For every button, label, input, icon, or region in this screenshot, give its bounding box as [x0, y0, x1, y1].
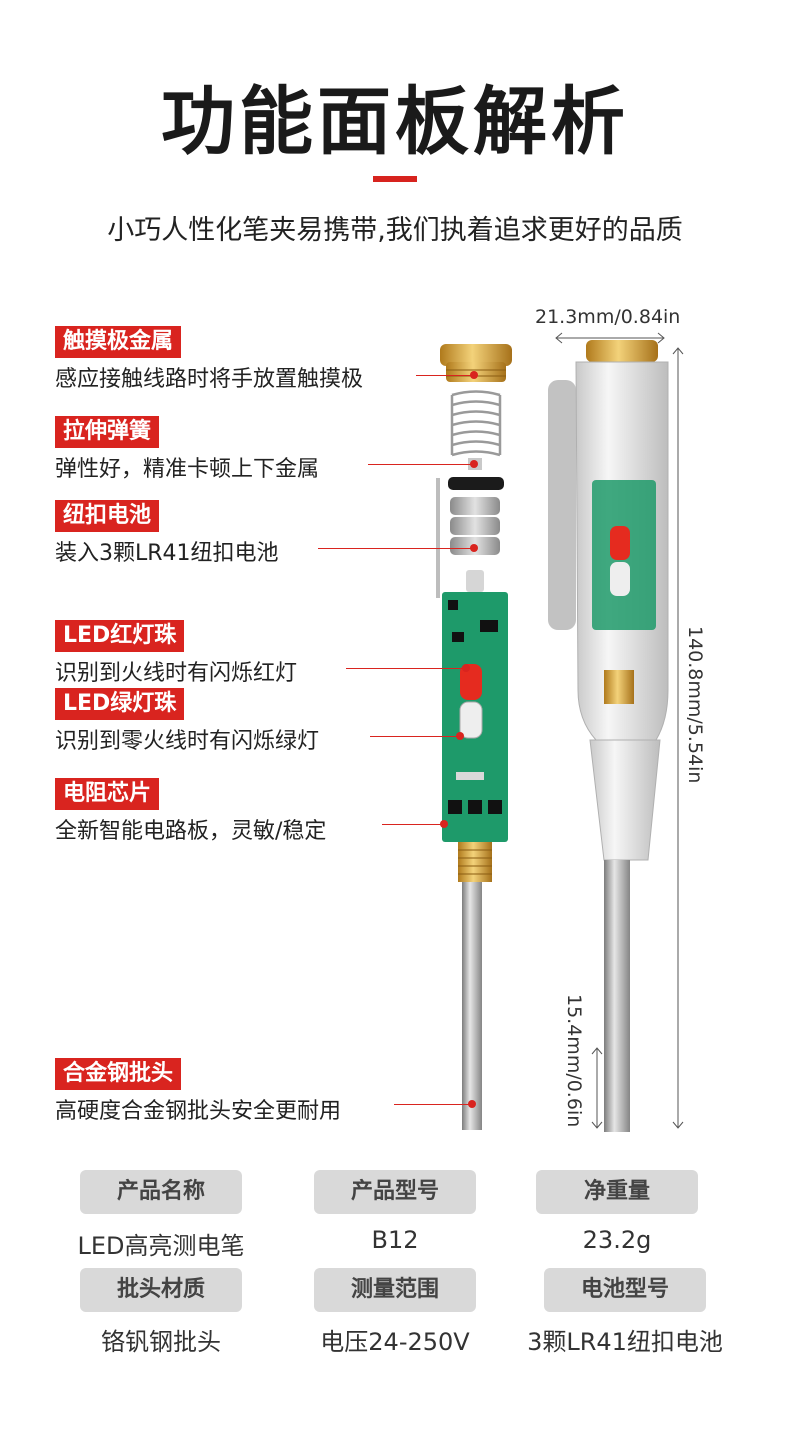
callout-touch-metal: 触摸极金属 感应接触线路时将手放置触摸极: [55, 326, 363, 393]
brass-thread: [458, 842, 492, 882]
spec-value-battery: 3颗LR41纽扣电池: [527, 1328, 723, 1356]
spring: [450, 390, 502, 457]
dimension-lines: [555, 332, 684, 1129]
dim-length: 140.8mm/5.54in: [684, 626, 706, 784]
assembled-view: [548, 340, 669, 1132]
callout-tag: 电阻芯片: [55, 778, 160, 810]
pen-clip: [548, 380, 576, 630]
callout-desc: 识别到火线时有闪烁红灯: [55, 661, 298, 686]
rubber-ring: [448, 477, 504, 490]
page-subtitle: 小巧人性化笔夹易携带,我们执着追求更好的品质: [107, 215, 683, 246]
spec-label-model: 产品型号: [314, 1170, 476, 1214]
callout-spring: 拉伸弹簧 弹性好，精准卡顿上下金属: [55, 416, 319, 483]
spec-label-bit-material: 批头材质: [80, 1268, 242, 1312]
leader-line: [346, 668, 464, 669]
callout-bit: 合金钢批头 高硬度合金钢批头安全更耐用: [55, 1058, 341, 1125]
callout-desc: 感应接触线路时将手放置触摸极: [55, 367, 364, 392]
steel-shaft: [462, 882, 482, 1130]
tester-illustration: [436, 332, 684, 1132]
leader-dot: [470, 460, 478, 468]
leader-line: [416, 375, 472, 376]
leader-line: [382, 824, 442, 825]
leader-dot: [470, 544, 478, 552]
clip-strip: [436, 478, 440, 598]
spec-value-bit-material: 铬钒钢批头: [101, 1328, 221, 1356]
callout-tag: 拉伸弹簧: [55, 416, 160, 448]
spec-value-range: 电压24-250V: [320, 1328, 470, 1356]
callout-tag: LED绿灯珠: [55, 688, 185, 720]
spec-label-battery: 电池型号: [544, 1268, 706, 1312]
callout-led-red: LED红灯珠 识别到火线时有闪烁红灯: [55, 620, 297, 687]
dim-tip: 15.4mm/0.6in: [563, 994, 585, 1128]
pcb-board: [442, 592, 508, 842]
callout-tag: LED红灯珠: [55, 620, 185, 652]
callout-led-green: LED绿灯珠 识别到零火线时有闪烁绿灯: [55, 688, 319, 755]
callout-desc: 弹性好，精准卡顿上下金属: [55, 457, 320, 482]
callout-desc: 装入3颗LR41纽扣电池: [55, 541, 279, 566]
spec-label-name: 产品名称: [80, 1170, 242, 1214]
top-contact: [466, 570, 484, 592]
title-underline: [373, 176, 417, 182]
assembled-shaft: [604, 860, 630, 1132]
assembled-cap: [586, 340, 658, 362]
leader-line: [370, 736, 460, 737]
leader-line: [368, 464, 472, 465]
callout-desc: 识别到零火线时有闪烁绿灯: [55, 729, 320, 754]
callout-desc: 高硬度合金钢批头安全更耐用: [55, 1099, 342, 1124]
callout-battery: 纽扣电池 装入3颗LR41纽扣电池: [55, 500, 279, 567]
dim-width: 21.3mm/0.84in: [535, 306, 681, 328]
leader-dot: [468, 1100, 476, 1108]
spec-value-name: LED高亮测电笔: [77, 1232, 245, 1260]
callout-tag: 触摸极金属: [55, 326, 182, 358]
leader-dot: [462, 664, 470, 672]
callout-tag: 纽扣电池: [55, 500, 160, 532]
leader-line: [318, 548, 472, 549]
spec-value-weight: 23.2g: [582, 1226, 652, 1254]
callout-resistor: 电阻芯片 全新智能电路板，灵敏/稳定: [55, 778, 326, 845]
leader-dot: [456, 732, 464, 740]
spec-label-range: 测量范围: [314, 1268, 476, 1312]
spec-label-weight: 净重量: [536, 1170, 698, 1214]
callout-desc: 全新智能电路板，灵敏/稳定: [55, 819, 327, 844]
leader-dot: [470, 371, 478, 379]
page-title: 功能面板解析: [161, 79, 629, 165]
spec-value-model: B12: [371, 1226, 419, 1254]
callout-tag: 合金钢批头: [55, 1058, 182, 1090]
leader-line: [394, 1104, 472, 1105]
leader-dot: [440, 820, 448, 828]
